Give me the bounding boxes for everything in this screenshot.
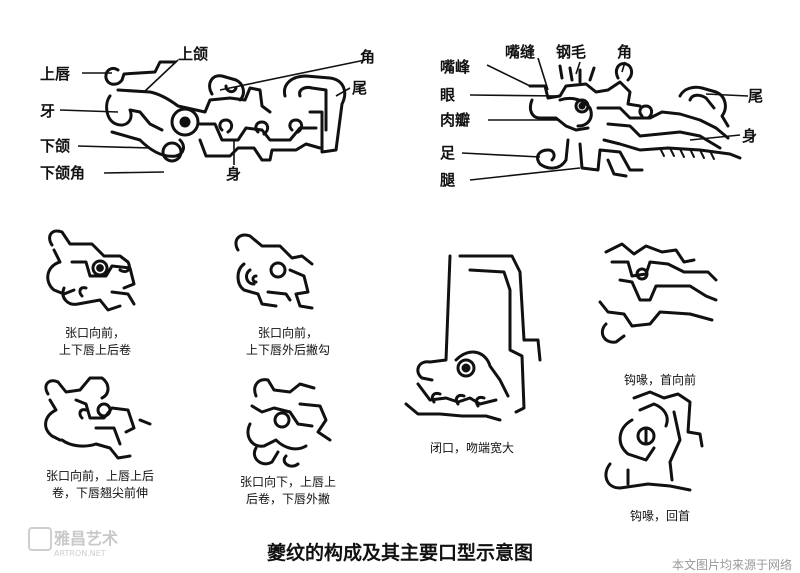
- mouth-type-g: [604, 390, 704, 492]
- caption-c-line2: 卷，下唇翘尖前伸: [51, 486, 148, 500]
- caption-b-line1: 张口向前，: [257, 326, 318, 340]
- label-wei-right: 尾: [748, 87, 764, 105]
- watermark: 雅昌艺术 ARTRON.NET: [28, 525, 118, 558]
- label-jiao-right: 角: [617, 43, 633, 61]
- image-credit: 本文图片均来源于网络: [671, 558, 792, 572]
- label-xia-e-jiao: 下颌角: [40, 164, 86, 182]
- label-shen-left: 身: [226, 165, 242, 183]
- label-yan: 眼: [440, 86, 456, 104]
- mouth-type-b: [234, 233, 314, 310]
- label-rou-ban: 肉瓣: [440, 111, 471, 129]
- label-shang-chun: 上唇: [40, 65, 71, 83]
- caption-d-line2: 后卷，下唇外撇: [245, 492, 330, 506]
- label-shen-right: 身: [742, 127, 758, 145]
- top-right-dragon: [461, 57, 749, 181]
- caption-a-line1: 张口向前，: [64, 326, 125, 340]
- caption-g: 钩喙，回首: [600, 508, 720, 525]
- label-zu: 足: [440, 144, 456, 162]
- diagram-title: 夔纹的构成及其主要口型示意图: [266, 542, 533, 564]
- caption-c: 张口向前，上唇上后 卷，下唇翘尖前伸: [30, 468, 170, 502]
- caption-d-line1: 张口向下，上唇上: [239, 475, 336, 489]
- label-gang-mao: 钢毛: [556, 43, 587, 61]
- label-zui-feng: 嘴峰: [440, 58, 471, 76]
- watermark-subtext: ARTRON.NET: [54, 549, 106, 558]
- label-zui-feng-seam: 嘴缝: [505, 43, 536, 61]
- caption-a-line2: 上下唇上后卷: [58, 343, 131, 357]
- caption-a: 张口向前， 上下唇上后卷: [30, 325, 160, 359]
- caption-f-line1: 钩喙，首向前: [623, 373, 696, 387]
- caption-e: 闭口，吻端宽大: [412, 440, 532, 457]
- watermark-logo-icon: [28, 527, 52, 551]
- caption-d: 张口向下，上唇上 后卷，下唇外撇: [218, 474, 358, 508]
- caption-c-line1: 张口向前，上唇上后: [45, 469, 154, 483]
- mouth-type-f: [598, 242, 718, 344]
- caption-b: 张口向前， 上下唇外后撇勾: [218, 325, 358, 359]
- top-left-dragon: [59, 59, 366, 174]
- label-wei-left: 尾: [352, 79, 368, 97]
- mouth-type-c: [44, 376, 152, 460]
- caption-f: 钩喙，首向前: [600, 372, 720, 389]
- label-jiao-left: 角: [360, 48, 376, 66]
- label-shang-e: 上颌: [178, 45, 209, 63]
- caption-g-line1: 钩喙，回首: [629, 509, 690, 523]
- mouth-type-d: [246, 378, 332, 468]
- label-xia-e: 下颌: [40, 137, 71, 155]
- watermark-text: 雅昌艺术: [54, 529, 119, 548]
- mouth-type-a: [46, 229, 136, 312]
- label-tui: 腿: [440, 171, 456, 189]
- caption-b-line2: 上下唇外后撇勾: [245, 343, 330, 357]
- caption-e-line1: 闭口，吻端宽大: [429, 441, 514, 455]
- label-ya: 牙: [40, 102, 56, 120]
- mouth-type-e: [404, 254, 542, 422]
